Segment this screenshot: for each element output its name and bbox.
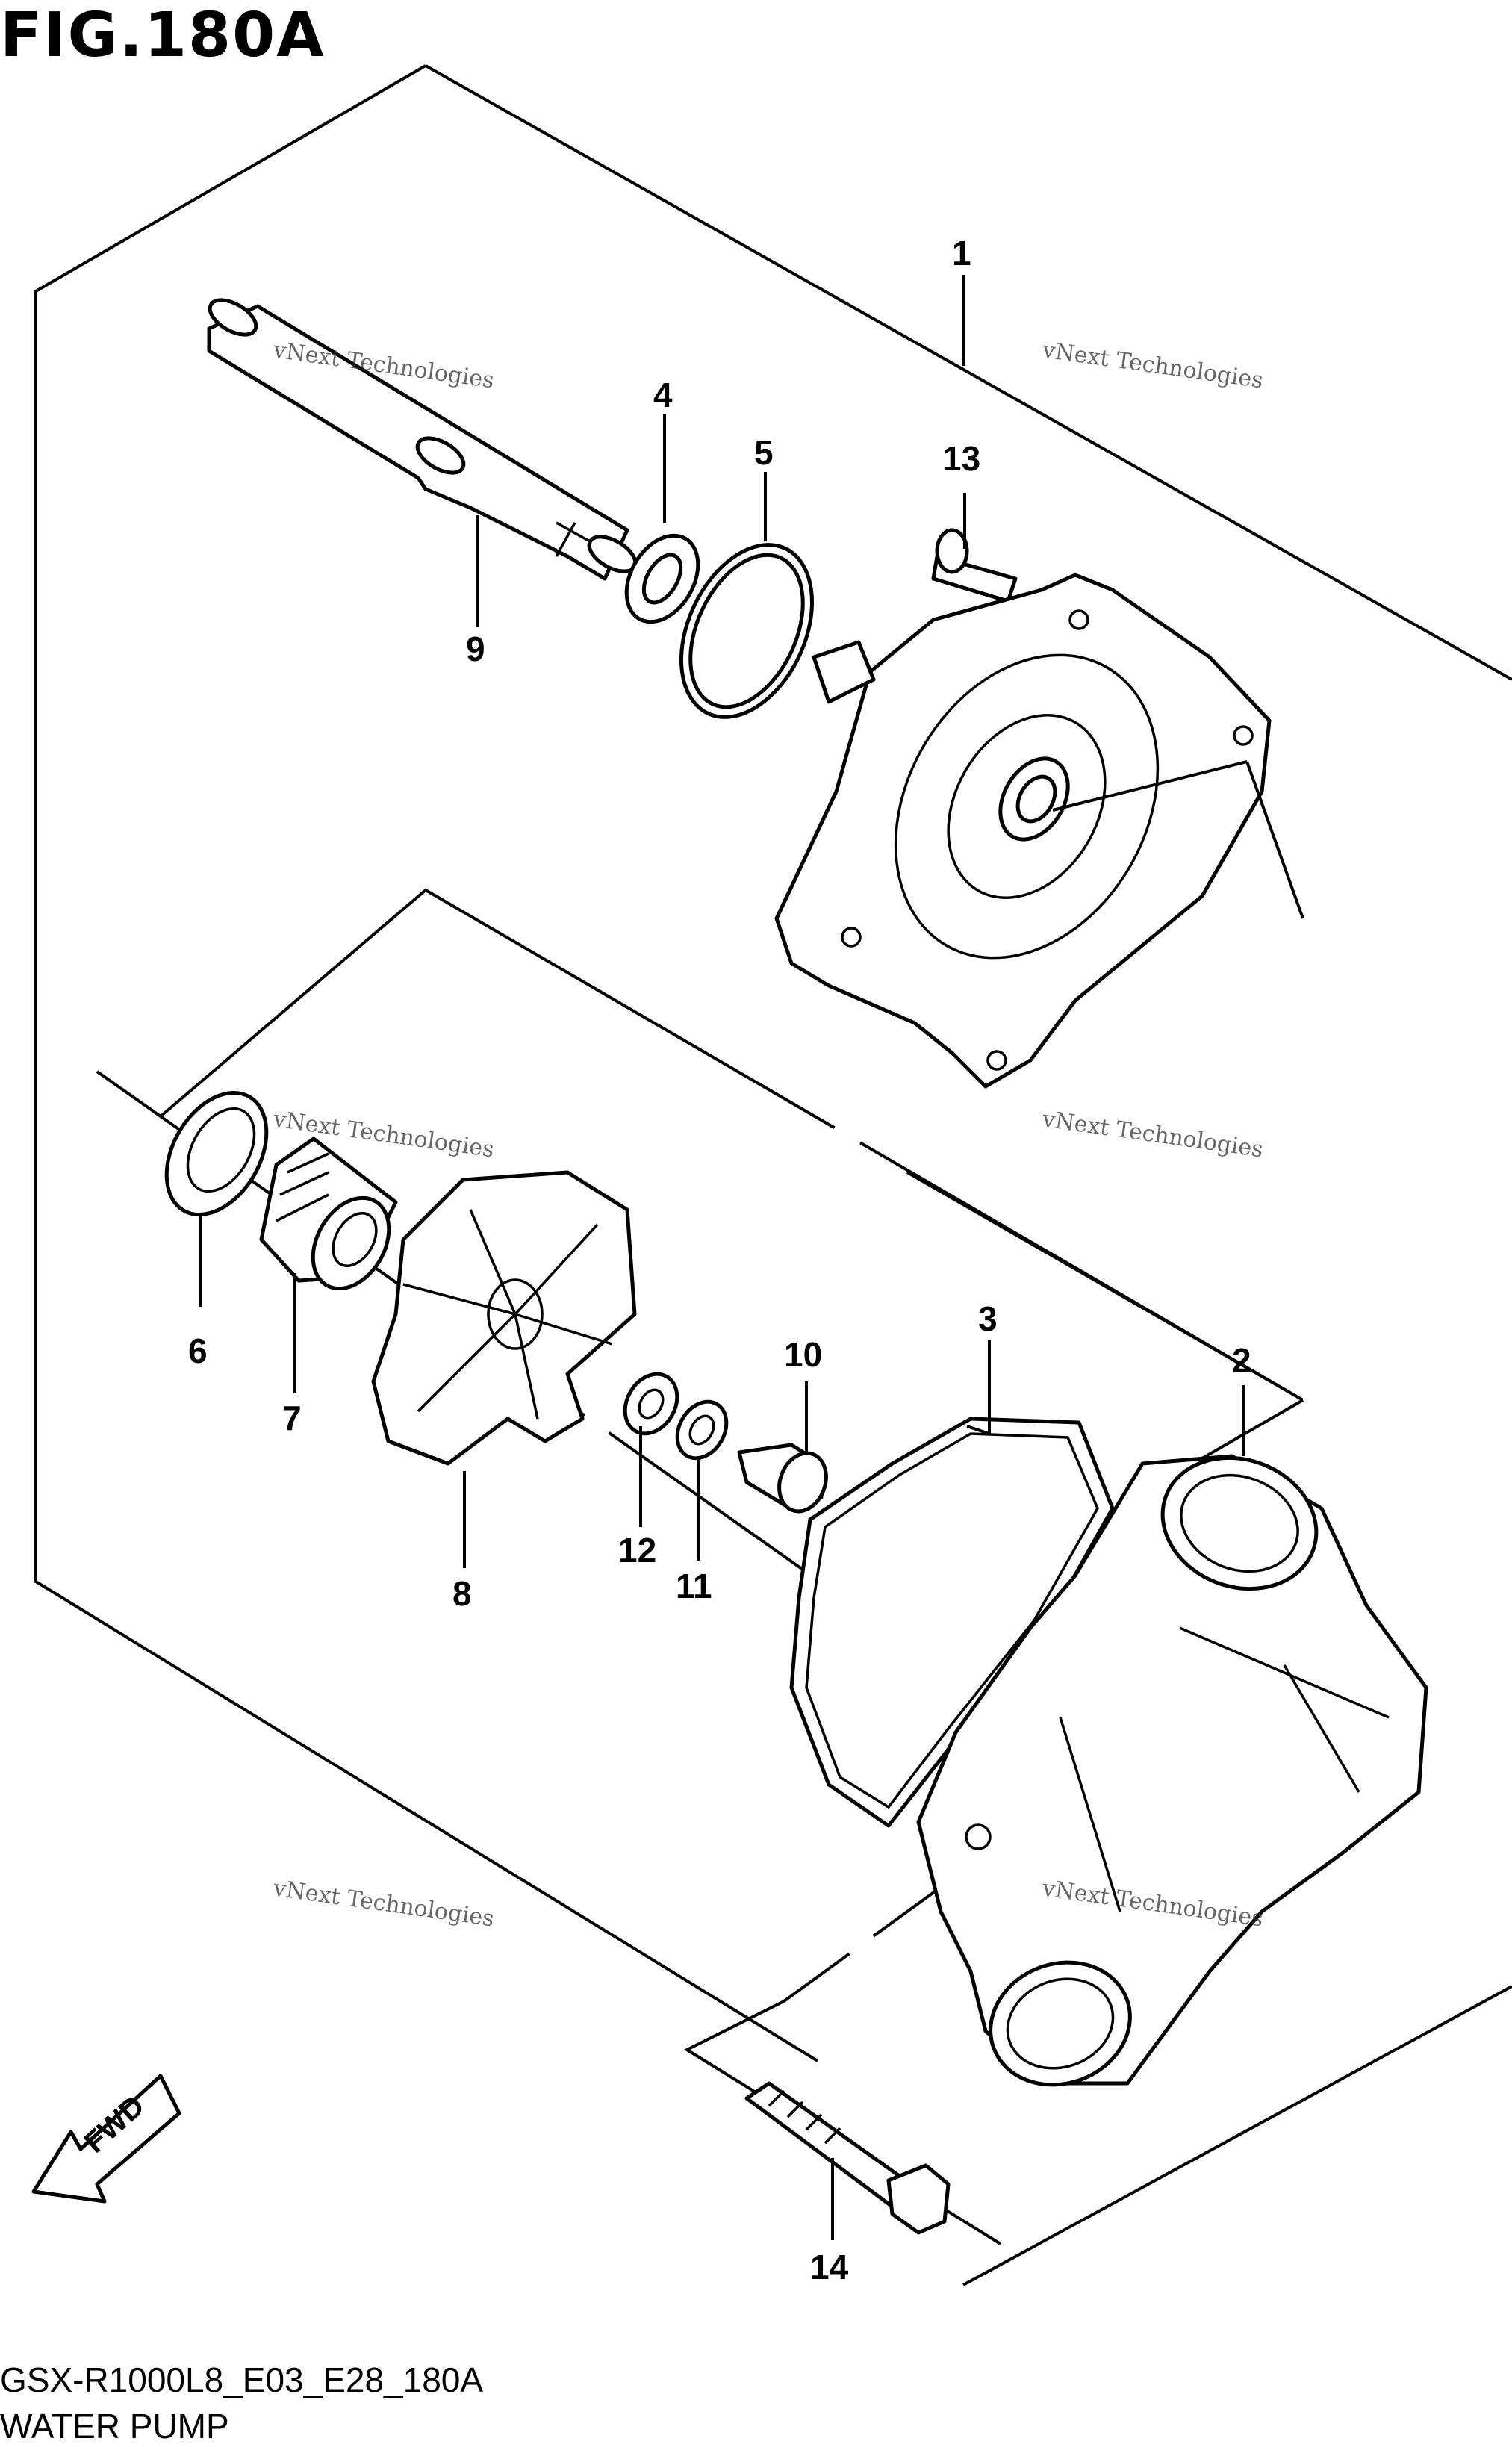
pump-housing-part-1	[774, 573, 1272, 1089]
bolt-part-10	[737, 1443, 828, 1514]
bolt-part-14	[744, 2081, 951, 2235]
fwd-direction-arrow: FWD	[31, 2074, 181, 2204]
washer-part-12	[623, 1372, 679, 1436]
diagram-code: GSX-R1000L8_E03_E28_180A	[0, 2360, 484, 2399]
shaft-part-9	[207, 298, 638, 581]
callout-3: 3	[978, 1299, 998, 1338]
mechanical-seal-part-7	[259, 1137, 398, 1291]
impeller-part-8	[371, 1170, 637, 1466]
watermark-text: vNext Technologies	[271, 1875, 496, 1932]
assembly-frame	[34, 64, 1512, 2286]
watermark-text: vNext Technologies	[1040, 1106, 1265, 1163]
figure-title: FIG.180A	[0, 0, 326, 71]
pump-cover-part-2	[916, 1454, 1428, 2087]
washer-part-11	[675, 1399, 729, 1461]
callout-5: 5	[754, 433, 774, 472]
washer-part-4	[624, 533, 700, 624]
callout-13: 13	[942, 439, 980, 478]
callout-labels: 1 2 3 4 5 6 7 8 9 10 11 12 13 14	[188, 234, 1251, 2286]
o-ring-part-5	[679, 543, 814, 719]
watermark-text: vNext Technologies	[1040, 337, 1265, 394]
leader-lines	[199, 275, 1304, 2240]
callout-2: 2	[1232, 1341, 1251, 1380]
oil-seal-part-6	[164, 1090, 269, 1217]
callout-12: 12	[618, 1531, 656, 1570]
callout-14: 14	[810, 2248, 849, 2286]
callout-8: 8	[452, 1574, 472, 1613]
callout-9: 9	[466, 629, 485, 668]
callout-4: 4	[653, 376, 673, 414]
diagram-name: WATER PUMP	[0, 2407, 229, 2446]
callout-10: 10	[784, 1335, 822, 1374]
callout-6: 6	[188, 1331, 208, 1370]
callout-11: 11	[676, 1567, 712, 1605]
bolt-part-13	[931, 528, 1018, 603]
callout-7: 7	[282, 1399, 302, 1437]
callout-1: 1	[952, 234, 971, 273]
